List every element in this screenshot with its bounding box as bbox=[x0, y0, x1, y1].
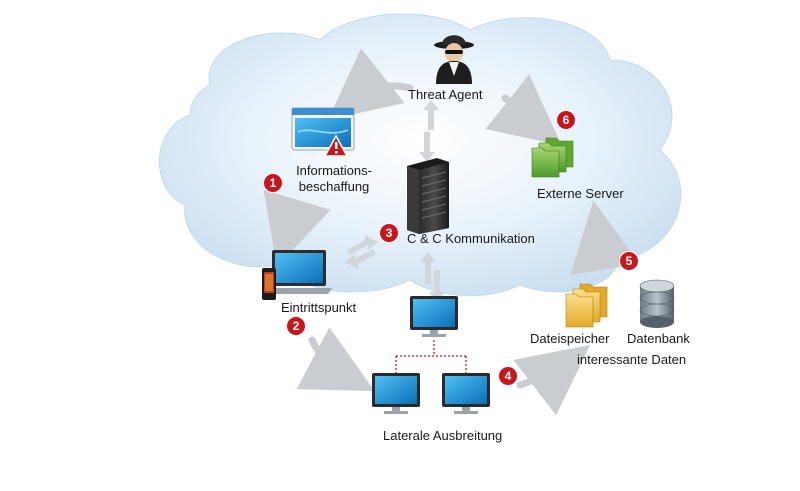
arrow-agent-to-info bbox=[328, 48, 414, 120]
monitor-icon bbox=[372, 373, 420, 414]
file-storage-label: Dateispeicher bbox=[530, 331, 610, 346]
interesting-data-label: interessante Daten bbox=[577, 352, 687, 367]
arrow-agent-to-external bbox=[485, 74, 562, 146]
monitor-icon bbox=[442, 373, 490, 414]
arrow-entry-cc bbox=[345, 235, 378, 269]
information-gathering-line1: Informations- bbox=[296, 163, 372, 178]
phone-icon bbox=[262, 268, 276, 300]
step-badge-4: 4 bbox=[499, 367, 517, 385]
cc-communication-label: C & C Kommunikation bbox=[407, 231, 535, 246]
server-rack-icon bbox=[407, 158, 449, 234]
threat-agent-label: Threat Agent bbox=[408, 87, 483, 102]
lateral-movement-label: Laterale Ausbreitung bbox=[383, 428, 503, 443]
arrow-agent-cc bbox=[419, 100, 439, 162]
folders-icon bbox=[531, 137, 574, 178]
database-label: Datenbank bbox=[627, 331, 690, 346]
step-badge-6: 6 bbox=[557, 111, 575, 129]
folders-icon bbox=[565, 283, 608, 328]
arrow-info-to-entry bbox=[263, 189, 331, 267]
monitor-icon bbox=[410, 296, 458, 337]
arrow-lateral-to-data bbox=[513, 344, 591, 416]
information-gathering-label: Informations- beschaffung bbox=[292, 163, 376, 195]
database-icon bbox=[639, 279, 675, 328]
entry-point-label: Eintrittspunkt bbox=[281, 300, 357, 315]
step-badge-3: 3 bbox=[380, 224, 398, 242]
spy-icon bbox=[434, 35, 474, 84]
external-server-label: Externe Server bbox=[537, 186, 624, 201]
arrow-entry-to-lateral bbox=[296, 327, 375, 392]
arrow-cc-network bbox=[420, 252, 445, 302]
information-gathering-line2: beschaffung bbox=[298, 179, 370, 194]
bidirectional-arrows bbox=[345, 100, 445, 302]
step-badge-5: 5 bbox=[620, 252, 638, 270]
browser-warning-icon bbox=[291, 107, 355, 157]
step-badge-1: 1 bbox=[264, 174, 282, 192]
arrow-data-to-external bbox=[570, 200, 640, 276]
laptop-icon bbox=[266, 250, 332, 294]
network-lines bbox=[395, 340, 467, 373]
step-badge-2: 2 bbox=[287, 317, 305, 335]
flow-arrows bbox=[263, 48, 640, 416]
